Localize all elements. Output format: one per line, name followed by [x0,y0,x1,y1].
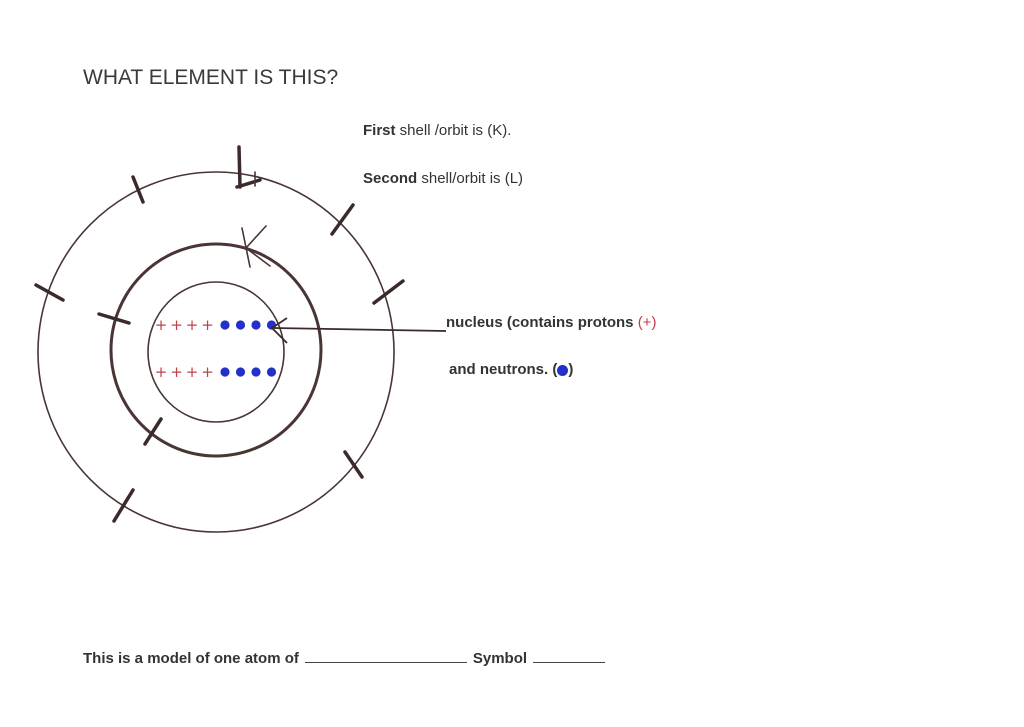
nucleus-label-text: nucleus (contains protons [446,314,638,331]
symbol-answer-blank[interactable] [533,648,606,663]
electron-mark [372,279,405,305]
k-shell-orbit [109,242,323,458]
second-shell-note: Second shell/orbit is (L) [363,170,523,187]
neutron-label-text: and neutrons. [449,361,553,378]
electron-mark [237,145,242,189]
electron-mark [97,312,131,325]
nucleus-circle [147,281,285,423]
neutron-dot [235,367,246,377]
neutron-dot [266,367,277,377]
proton-symbol: (+) [637,314,657,331]
shell-letter-k: K [262,257,263,259]
neutron-dot [220,320,230,330]
neutron-symbol [557,364,569,376]
second-shell-text: shell/orbit is (L) [417,170,524,187]
proton-mark: + [155,316,168,334]
electron-mark [112,488,135,523]
first-shell-note: First shell /orbit is (K). [363,122,511,139]
electron-mark [235,178,262,189]
symbol-label: Symbol [472,650,528,667]
nucleus-label: nucleus (contains protons (+) [446,314,656,331]
proton-mark: + [201,316,214,334]
element-answer-blank[interactable] [304,648,467,663]
electron-mark [143,417,163,446]
nucleus-pointer-line [273,327,447,332]
answer-line: This is a model of one atom of Symbol [83,648,606,667]
second-shell-bold: Second [363,170,418,187]
electron-mark [34,283,65,302]
neutron-dot [251,367,261,377]
proton-mark: + [170,316,183,334]
page-title: WHAT ELEMENT IS THIS? [83,66,339,89]
neutron-dot [235,320,246,330]
electron-mark [330,203,355,236]
proton-mark: + [155,363,168,381]
first-shell-bold: First [363,122,396,139]
l-shell-orbit [37,171,395,533]
neutron-paren-open: ( [552,361,558,378]
neutron-dot [251,320,261,330]
electron-mark [131,175,145,204]
neutron-label: and neutrons. () [449,361,573,378]
proton-mark: + [186,363,199,381]
answer-prefix: This is a model of one atom of [83,650,299,667]
shell-letter-l: L [262,179,263,181]
proton-mark: + [186,316,199,334]
neutron-paren-close: ) [568,361,574,378]
first-shell-text: shell /orbit is (K). [395,122,512,139]
proton-mark: + [170,363,183,381]
proton-mark: + [201,363,214,381]
electron-mark [343,450,364,479]
neutron-dot [220,367,230,377]
nucleus-pointer-arrowhead [270,317,288,344]
